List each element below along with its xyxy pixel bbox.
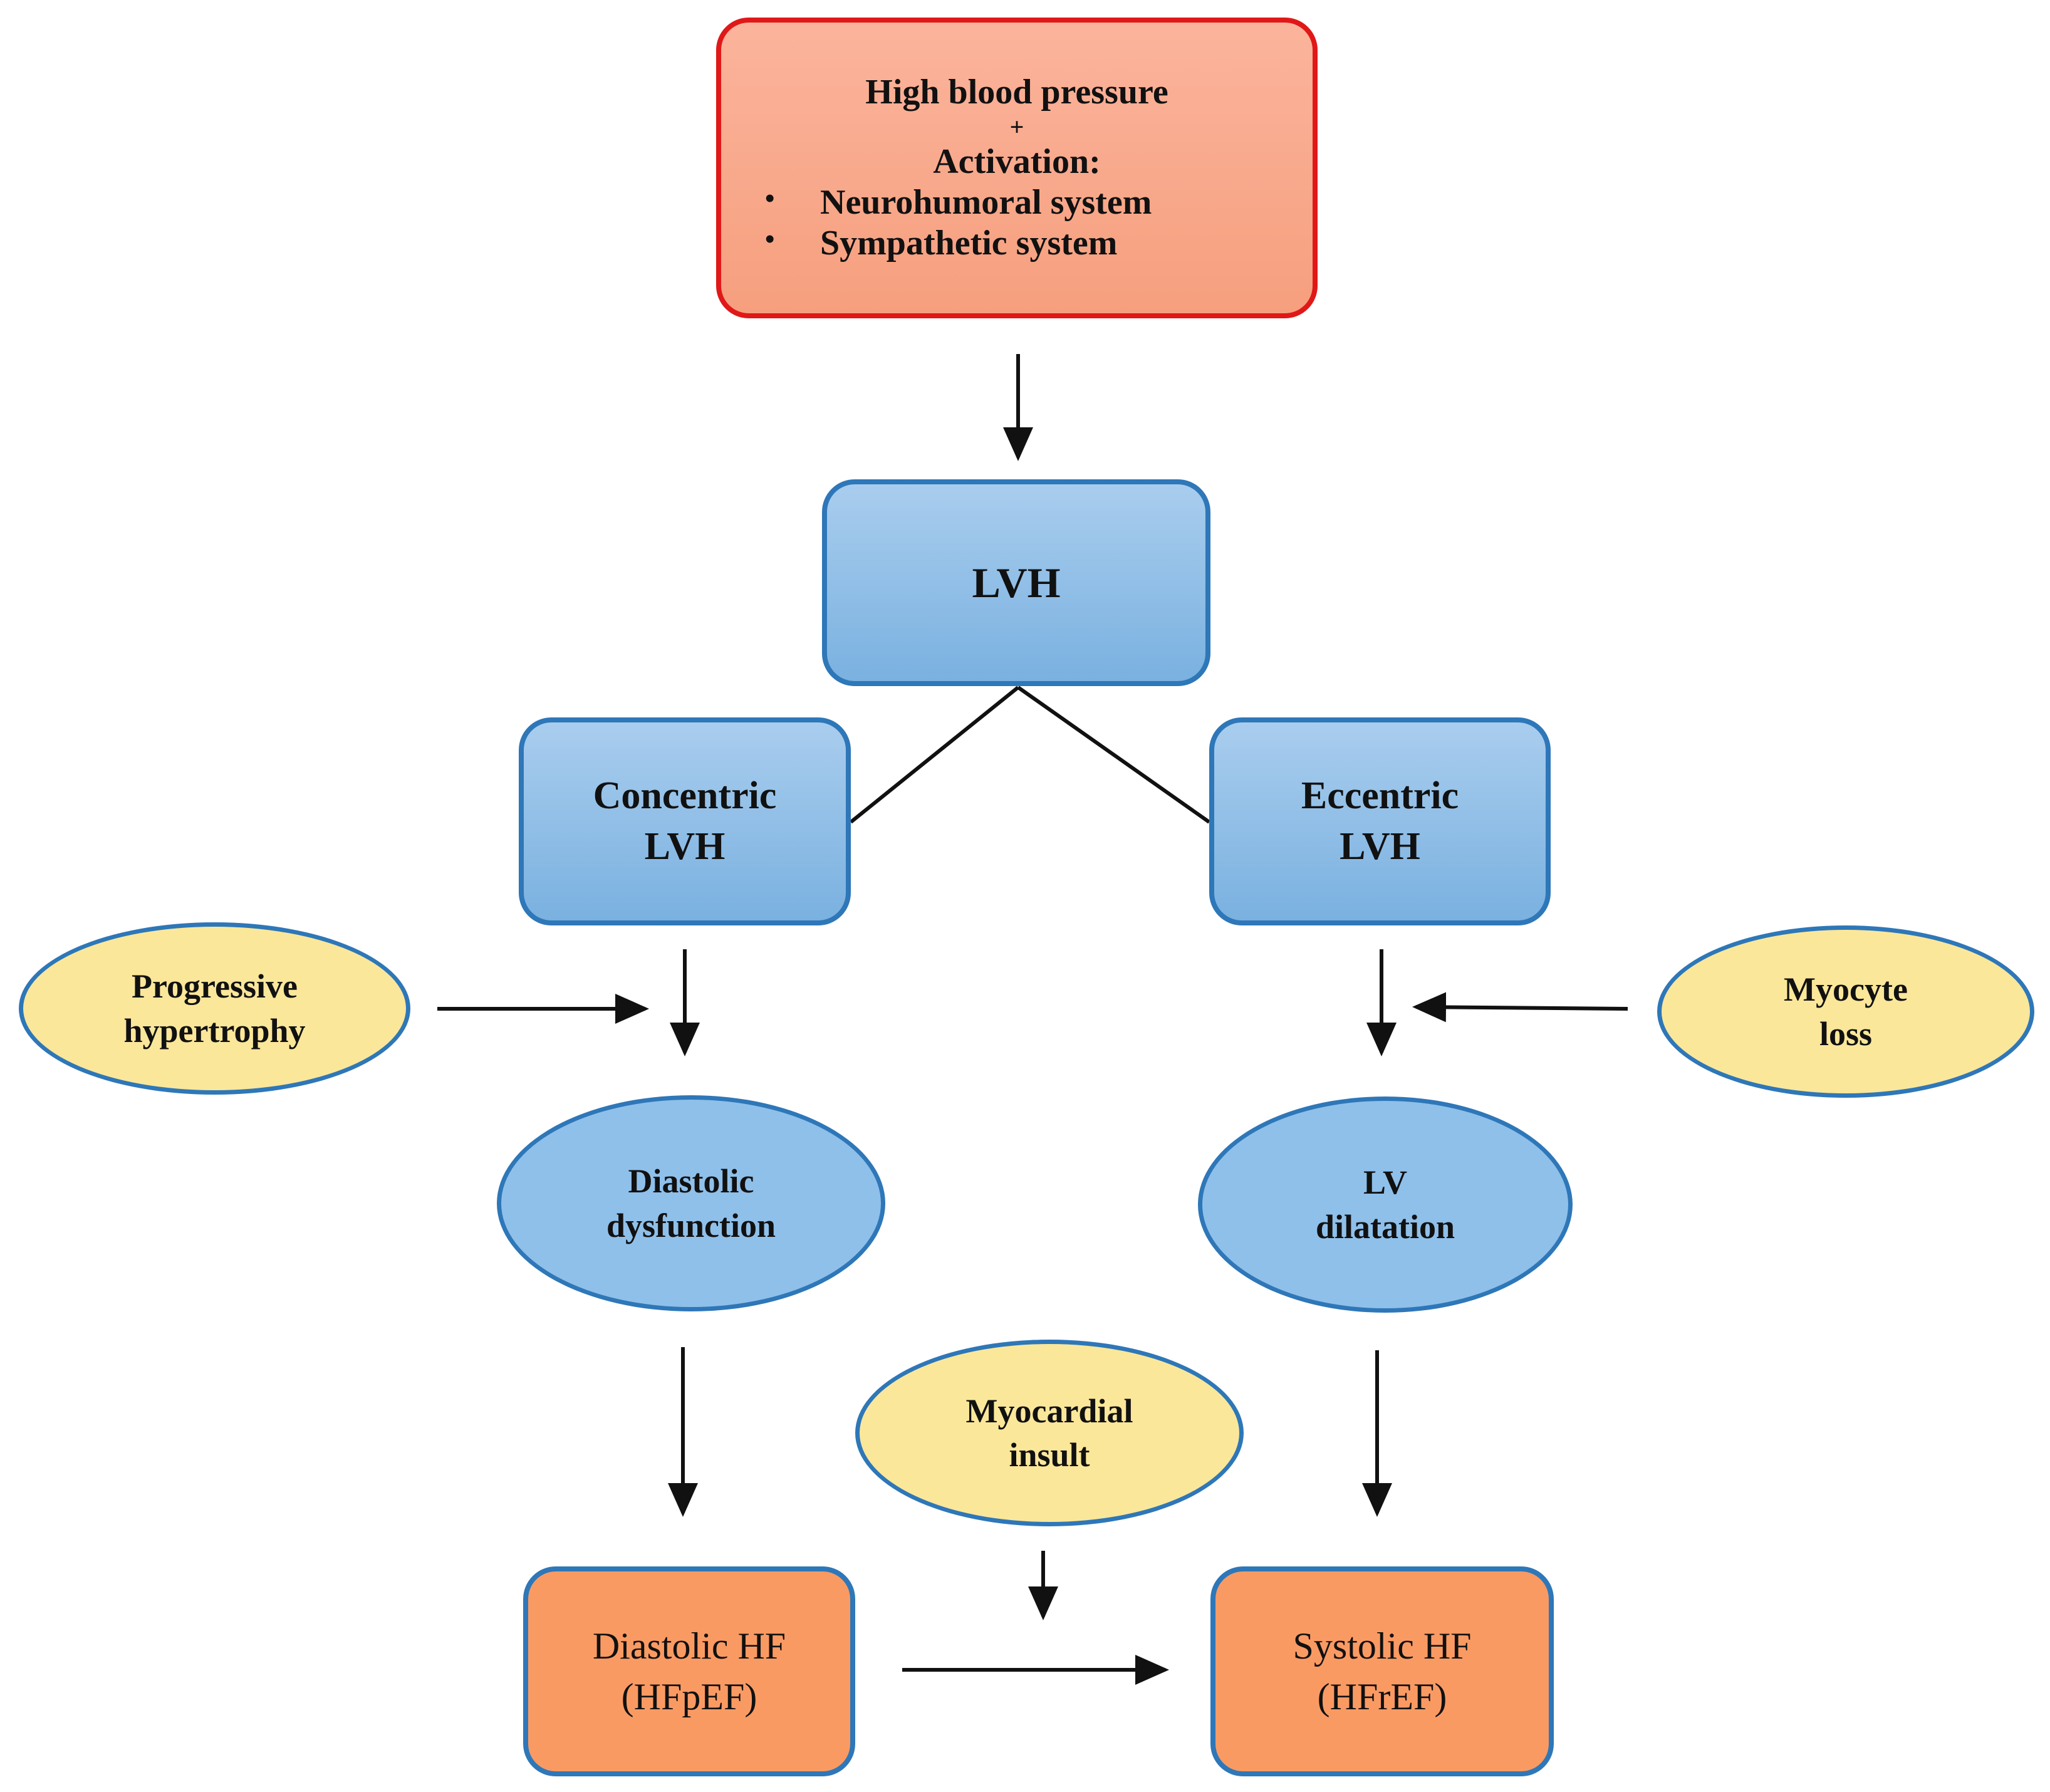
- progressive-label-line2: hypertrophy: [123, 1011, 306, 1050]
- high-blood-pressure-box: High blood pressure + Activation: • Neuro…: [716, 18, 1318, 318]
- eccentric-label-line2: LVH: [1340, 825, 1420, 868]
- diastolic-hf-box: Diastolic HF (HFpEF): [523, 1566, 855, 1776]
- activation-list: • Neurohumoral system • Sympathetic system: [765, 182, 1152, 264]
- systolic-hf-box: Systolic HF (HFrEF): [1210, 1566, 1554, 1776]
- progressive-label-line1: Progressive: [132, 967, 298, 1006]
- concentric-label-line2: LVH: [644, 825, 726, 868]
- top-box-plus: +: [1009, 112, 1024, 141]
- diastolic-dysfunction-ellipse: Diastolic dysfunction: [497, 1095, 885, 1311]
- progressive-hypertrophy-ellipse: Progressive hypertrophy: [19, 922, 410, 1095]
- activation-item-label: Sympathetic system: [820, 224, 1118, 263]
- arrow-myocyte-to-path: [1412, 992, 1628, 1023]
- lvh-box: LVH: [822, 479, 1210, 686]
- diastolic-hf-line1: Diastolic HF: [592, 1625, 786, 1667]
- lv-dilatation-line1: LV: [1363, 1164, 1408, 1202]
- diastolic-dysfunction-line1: Diastolic: [628, 1162, 754, 1201]
- bullet-icon: •: [765, 183, 775, 214]
- myocyte-loss-ellipse: Myocyte loss: [1657, 925, 2034, 1098]
- branch-line-concentric: [850, 685, 1019, 824]
- myocardial-insult-line1: Myocardial: [965, 1392, 1133, 1430]
- bullet-icon: •: [765, 224, 775, 255]
- eccentric-lvh-box: Eccentric LVH: [1209, 717, 1551, 925]
- top-box-title: High blood pressure: [865, 72, 1168, 112]
- myocyte-label-line1: Myocyte: [1784, 971, 1908, 1009]
- myocardial-insult-ellipse: Myocardial insult: [855, 1340, 1244, 1526]
- myocyte-label-line2: loss: [1819, 1014, 1873, 1053]
- lv-dilatation-line2: dilatation: [1315, 1207, 1455, 1246]
- myocardial-insult-line2: insult: [1009, 1436, 1090, 1474]
- branch-line-eccentric: [1017, 685, 1210, 824]
- systolic-hf-line2: (HFrEF): [1317, 1675, 1447, 1717]
- concentric-label-line1: Concentric: [593, 774, 777, 818]
- systolic-hf-line1: Systolic HF: [1293, 1625, 1472, 1667]
- activation-item: • Sympathetic system: [765, 223, 1152, 264]
- diastolic-hf-line2: (HFpEF): [621, 1675, 757, 1717]
- lvh-label: LVH: [972, 558, 1061, 607]
- lv-dilatation-ellipse: LV dilatation: [1198, 1097, 1573, 1313]
- diastolic-dysfunction-line2: dysfunction: [606, 1206, 776, 1244]
- top-box-activation: Activation:: [933, 142, 1101, 182]
- activation-item-label: Neurohumoral system: [820, 183, 1152, 222]
- concentric-lvh-box: Concentric LVH: [519, 717, 851, 925]
- eccentric-label-line1: Eccentric: [1301, 774, 1459, 818]
- activation-item: • Neurohumoral system: [765, 182, 1152, 223]
